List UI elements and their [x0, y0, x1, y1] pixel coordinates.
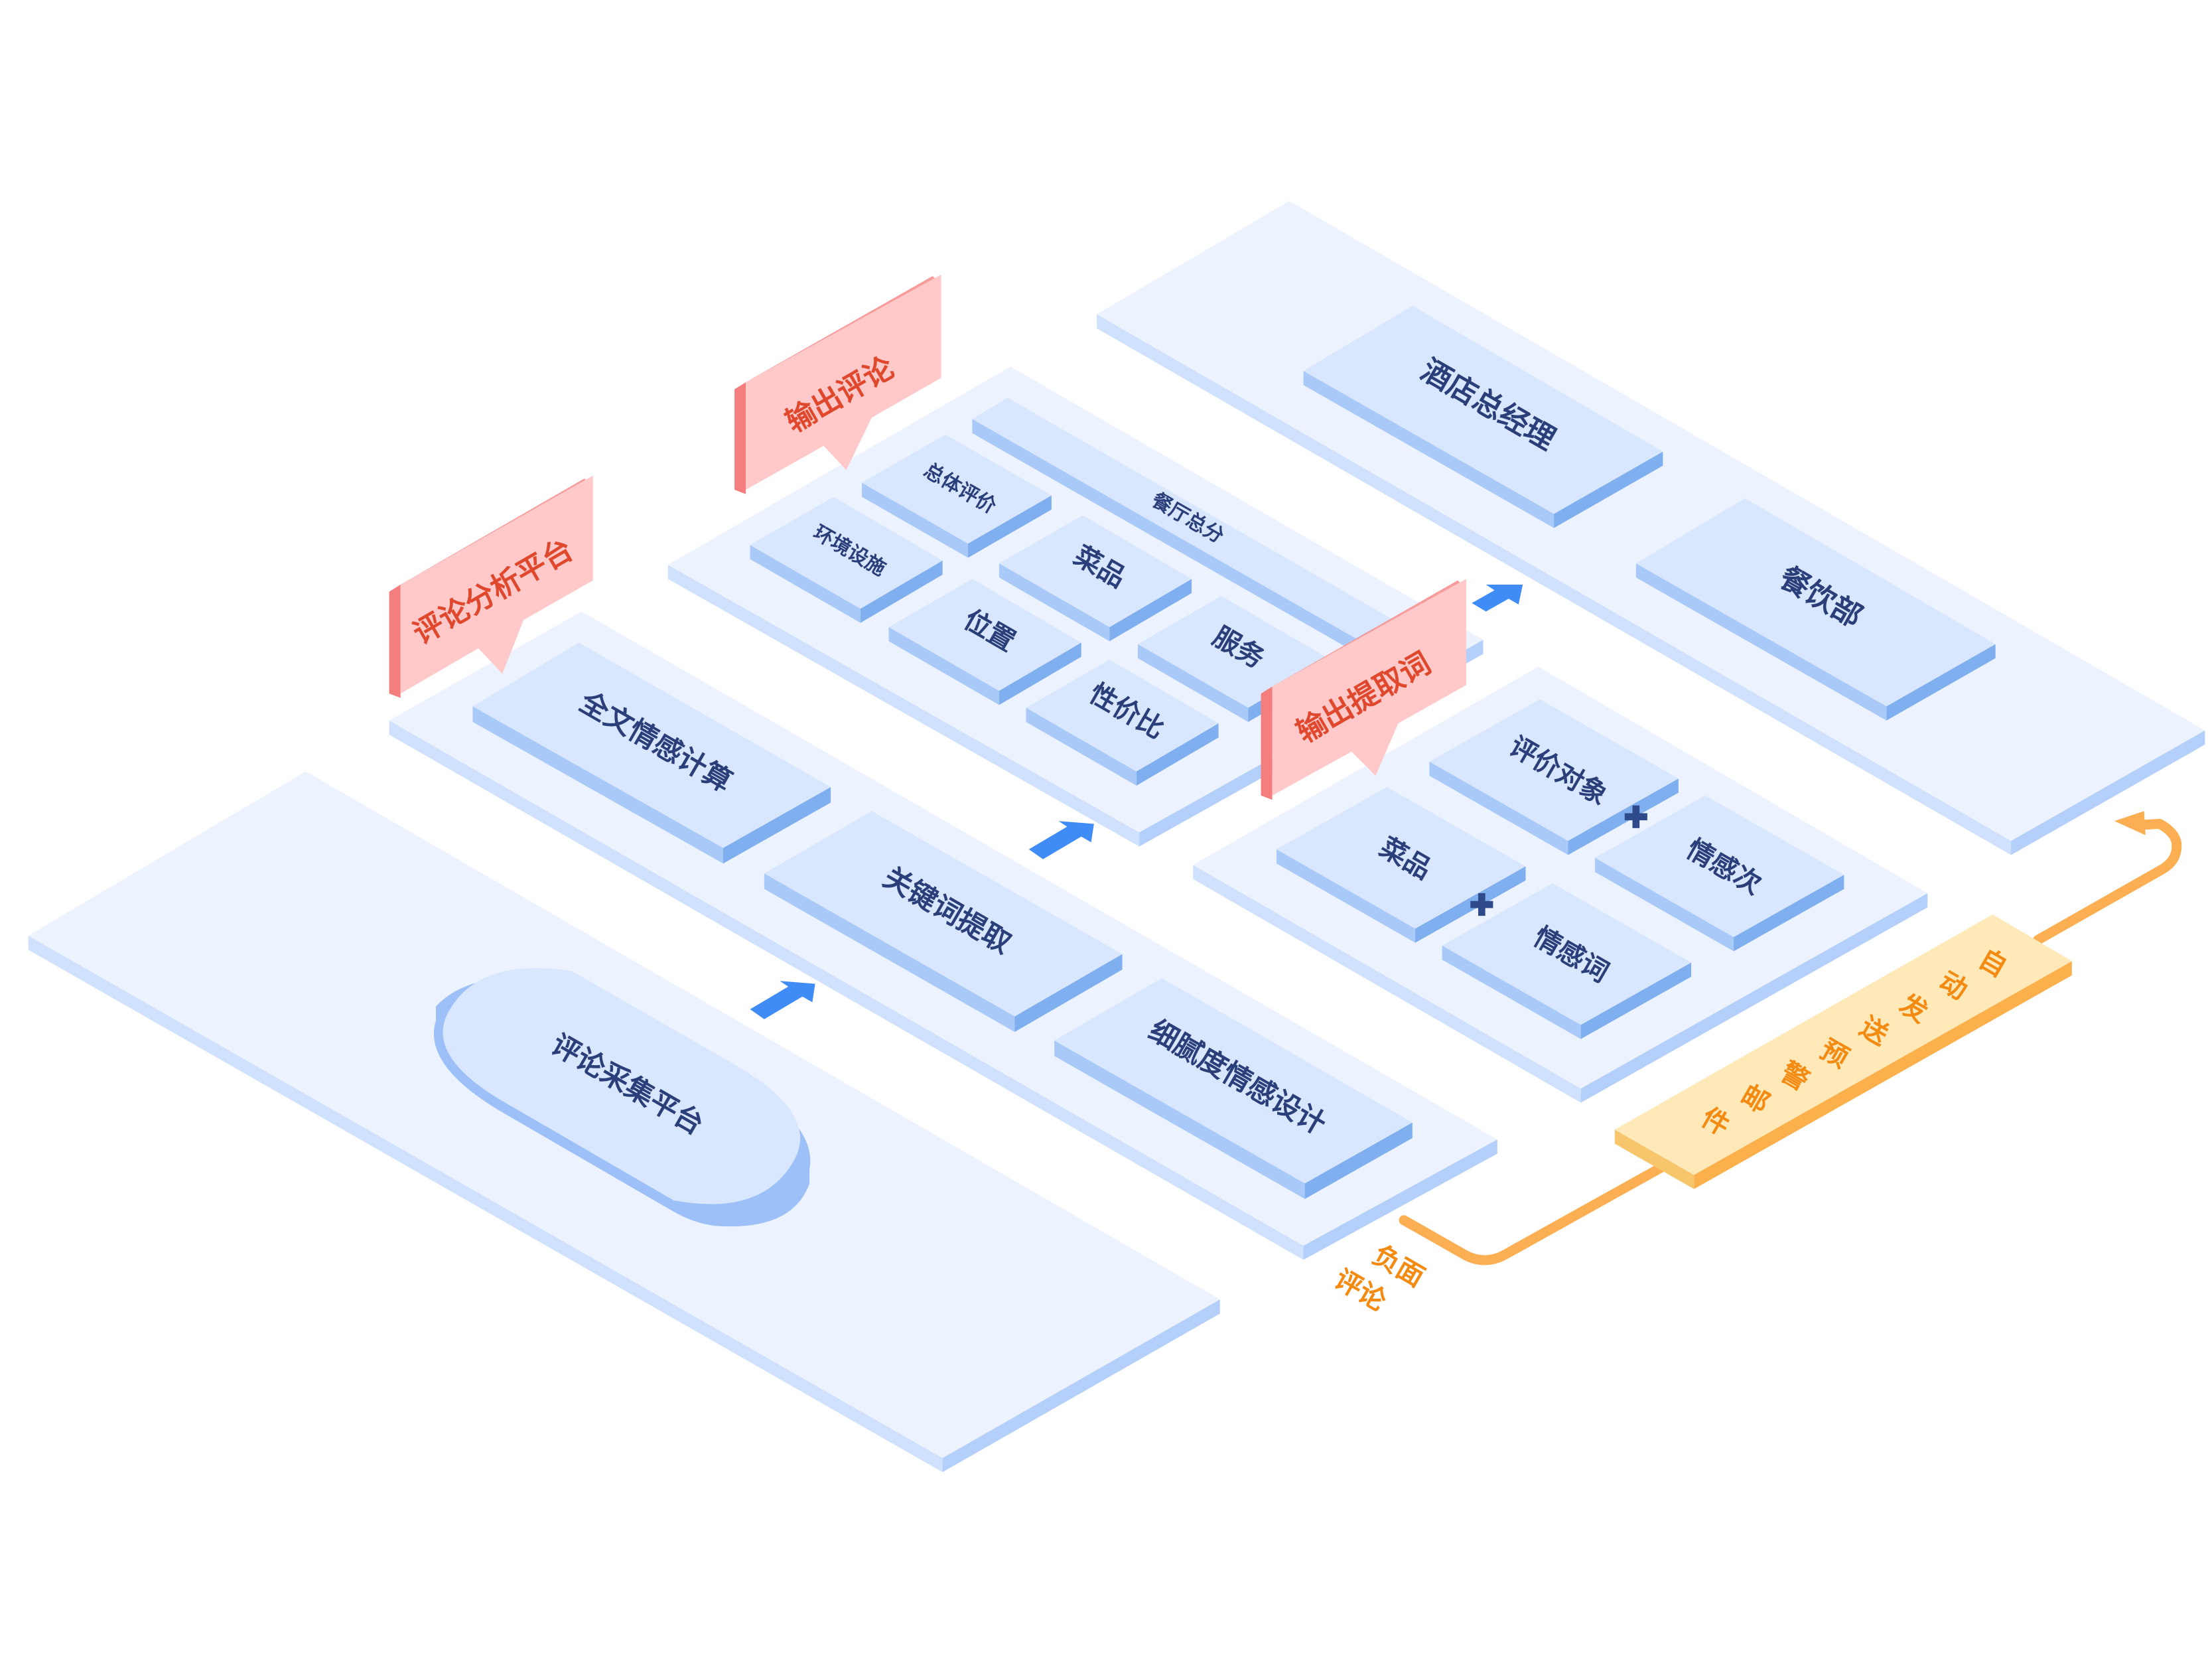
module-fine-grained	[1054, 977, 1413, 1199]
tag-output-keyword	[1261, 579, 1466, 800]
box-fnb	[1635, 498, 1996, 721]
tag-analysis-platform	[389, 475, 593, 698]
alert-path-upper	[2033, 819, 2182, 945]
box-environment	[750, 496, 943, 623]
flow-arrow-2	[1028, 821, 1094, 859]
box-gm	[1303, 305, 1663, 528]
box-sentiment-a	[1594, 795, 1844, 952]
box-object	[1429, 699, 1679, 855]
flow-arrow-3	[1472, 584, 1523, 612]
alert-path	[1399, 1145, 1696, 1265]
box-sentiment-b	[1442, 883, 1692, 1039]
collection-pill	[433, 968, 811, 1227]
box-value	[1026, 660, 1219, 786]
tag-output-review	[734, 274, 941, 494]
flow-arrow-1	[750, 981, 815, 1019]
module-keyword	[764, 811, 1123, 1033]
box-overall	[862, 434, 1052, 558]
alert-email-bar	[1614, 914, 2072, 1189]
module-full-text	[472, 642, 831, 864]
box-dishes-review	[999, 515, 1192, 642]
alert-arrowhead	[2114, 811, 2146, 835]
box-location	[888, 579, 1081, 705]
